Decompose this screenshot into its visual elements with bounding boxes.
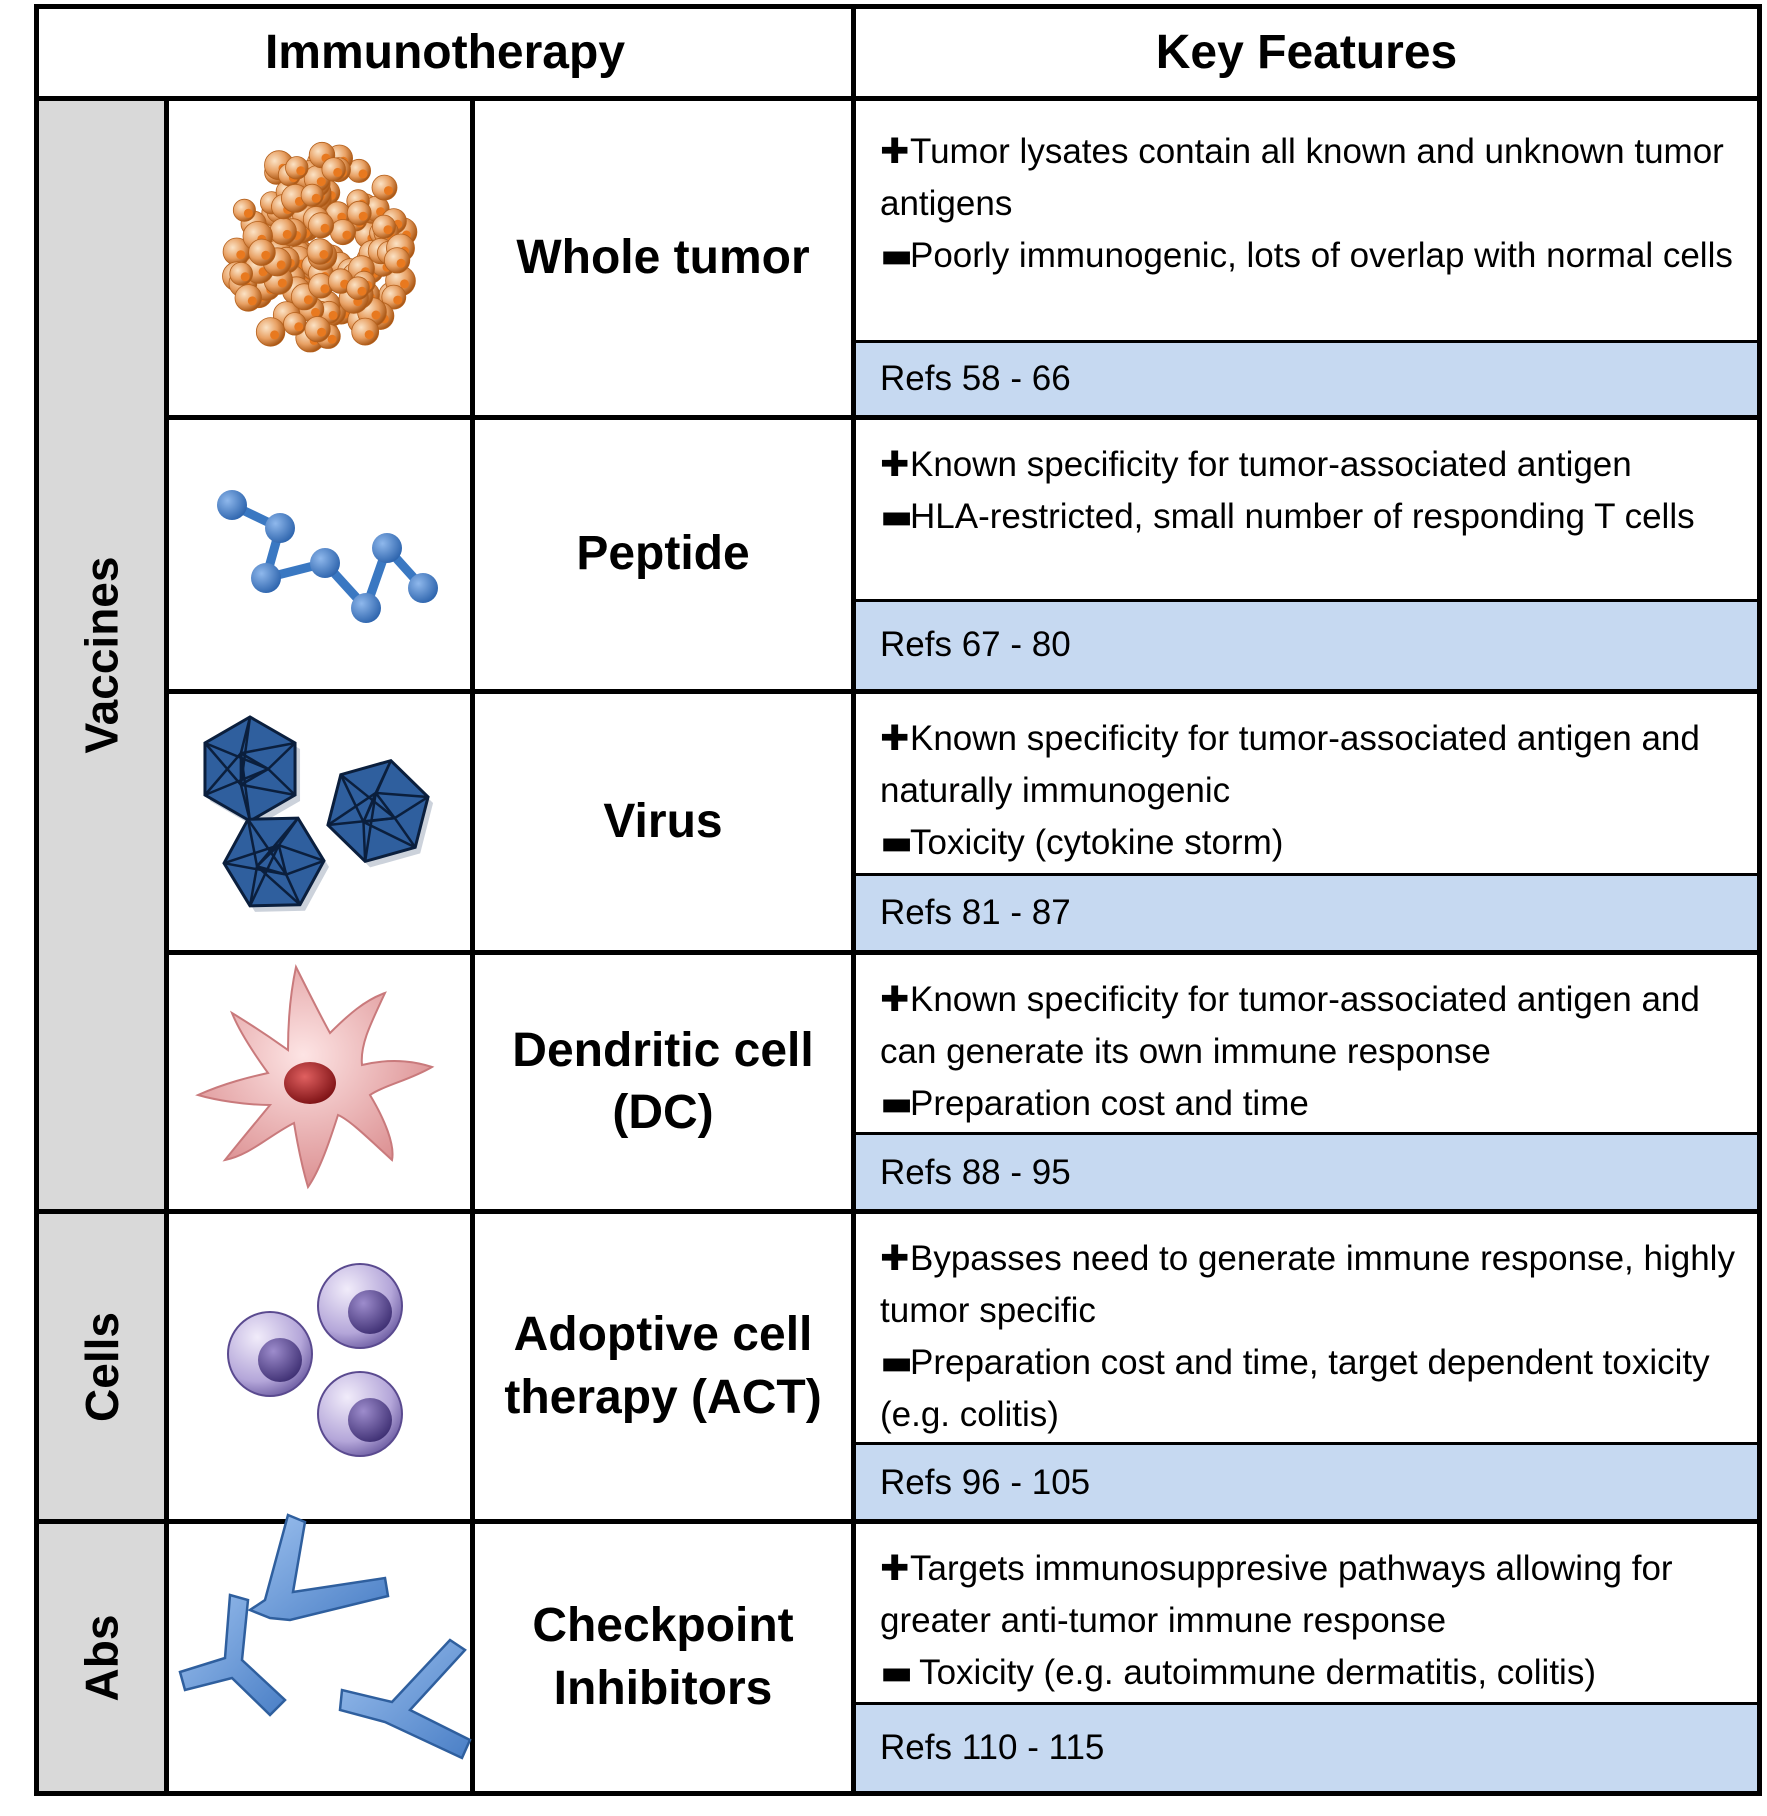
- category-vaccines: Vaccines: [75, 556, 128, 754]
- category-cells: Cells: [75, 1311, 128, 1422]
- feature-list: ✚Known specificity for tumor-associated …: [856, 427, 1757, 599]
- tumor-cluster-icon: [222, 141, 418, 353]
- feature-pro: ✚Known specificity for tumor-associated …: [880, 974, 1737, 1078]
- t-cells-icon: [227, 1263, 403, 1457]
- minus-icon: ▬: [880, 1343, 914, 1383]
- refs-divider: [853, 1132, 1762, 1135]
- col-divider: [164, 96, 169, 1796]
- refs-text: Refs 110 - 115: [880, 1727, 1105, 1767]
- row-divider: [164, 950, 1762, 955]
- category-abs: Abs: [75, 1614, 128, 1701]
- feature-con: ▬Poorly immunogenic, lots of overlap wit…: [880, 230, 1737, 282]
- plus-icon: ✚: [880, 445, 910, 485]
- plus-icon: ✚: [880, 132, 910, 172]
- feature-con: ▬Preparation cost and time: [880, 1078, 1737, 1130]
- feature-list: ✚Bypasses need to generate immune respon…: [856, 1221, 1757, 1442]
- plus-icon: ✚: [880, 1549, 910, 1589]
- refs-text: Refs 58 - 66: [880, 358, 1071, 398]
- plus-icon: ✚: [880, 1239, 910, 1279]
- therapy-name: Checkpoint Inhibitors: [532, 1599, 794, 1715]
- feature-pro: ✚Tumor lysates contain all known and unk…: [880, 126, 1737, 230]
- feature-list: ✚Tumor lysates contain all known and unk…: [856, 114, 1757, 340]
- refs-text: Refs 88 - 95: [880, 1152, 1071, 1192]
- dendritic-cell-icon: [195, 964, 435, 1190]
- category-vaccines-bg: [39, 101, 166, 1211]
- therapy-name: Whole tumor: [516, 230, 810, 284]
- feature-pro: ✚Targets immunosuppresive pathways allow…: [880, 1543, 1737, 1647]
- row-divider: [164, 689, 1762, 694]
- minus-icon: ▬: [880, 1084, 914, 1124]
- header-immunotherapy: Immunotherapy: [264, 26, 626, 79]
- therapy-name: Peptide: [576, 527, 750, 581]
- peptide-chain-icon: [217, 490, 438, 623]
- refs-divider: [853, 1702, 1762, 1705]
- refs-divider: [853, 340, 1762, 343]
- refs-divider: [853, 599, 1762, 602]
- therapy-name: Dendritic cell (DC): [512, 1023, 814, 1139]
- refs-divider: [853, 1442, 1762, 1445]
- feature-pro: ✚Known specificity for tumor-associated …: [880, 713, 1737, 817]
- feature-list: ✚Targets immunosuppresive pathways allow…: [856, 1531, 1757, 1702]
- plus-icon: ✚: [880, 719, 910, 759]
- feature-list: ✚Known specificity for tumor-associated …: [856, 701, 1757, 873]
- category-abs-bg: [39, 1521, 166, 1791]
- therapy-name: Adoptive cell therapy (ACT): [504, 1308, 822, 1424]
- row-divider: [164, 415, 1762, 420]
- virus-capsid-icon: [203, 715, 434, 912]
- feature-con: ▬ Toxicity (e.g. autoimmune dermatitis, …: [880, 1647, 1737, 1699]
- col-divider: [851, 4, 856, 1796]
- refs-cell: Refs 81 - 87: [856, 875, 1757, 950]
- refs-cell: Refs 110 - 115: [856, 1704, 1757, 1791]
- row-divider: [34, 1209, 1762, 1214]
- refs-text: Refs 96 - 105: [880, 1462, 1091, 1502]
- refs-cell: Refs 58 - 66: [856, 342, 1757, 415]
- feature-con: ▬Toxicity (cytokine storm): [880, 817, 1737, 869]
- refs-cell: Refs 67 - 80: [856, 601, 1757, 689]
- minus-icon: ▬: [880, 497, 914, 537]
- refs-cell: Refs 96 - 105: [856, 1444, 1757, 1521]
- minus-icon: ▬: [880, 823, 914, 863]
- minus-icon: ▬: [880, 236, 914, 276]
- refs-text: Refs 67 - 80: [880, 625, 1071, 664]
- header-key-features: Key Features: [1155, 26, 1458, 79]
- table-frame: [34, 4, 1762, 1796]
- therapy-name: Virus: [603, 794, 723, 848]
- feature-list: ✚Known specificity for tumor-associated …: [856, 962, 1757, 1132]
- col-divider: [470, 96, 475, 1796]
- refs-divider: [853, 873, 1762, 876]
- feature-pro: ✚Bypasses need to generate immune respon…: [880, 1233, 1737, 1337]
- plus-icon: ✚: [880, 980, 910, 1020]
- feature-pro: ✚Known specificity for tumor-associated …: [880, 439, 1737, 491]
- minus-icon: ▬: [880, 1653, 914, 1693]
- header-divider: [34, 96, 1762, 101]
- refs-text: Refs 81 - 87: [880, 892, 1071, 932]
- row-divider: [34, 1519, 1762, 1524]
- refs-cell: Refs 88 - 95: [856, 1134, 1757, 1211]
- antibody-icon: [178, 1513, 472, 1760]
- feature-con: ▬HLA-restricted, small number of respond…: [880, 491, 1737, 543]
- feature-con: ▬Preparation cost and time, target depen…: [880, 1337, 1737, 1441]
- category-cells-bg: [39, 1211, 166, 1521]
